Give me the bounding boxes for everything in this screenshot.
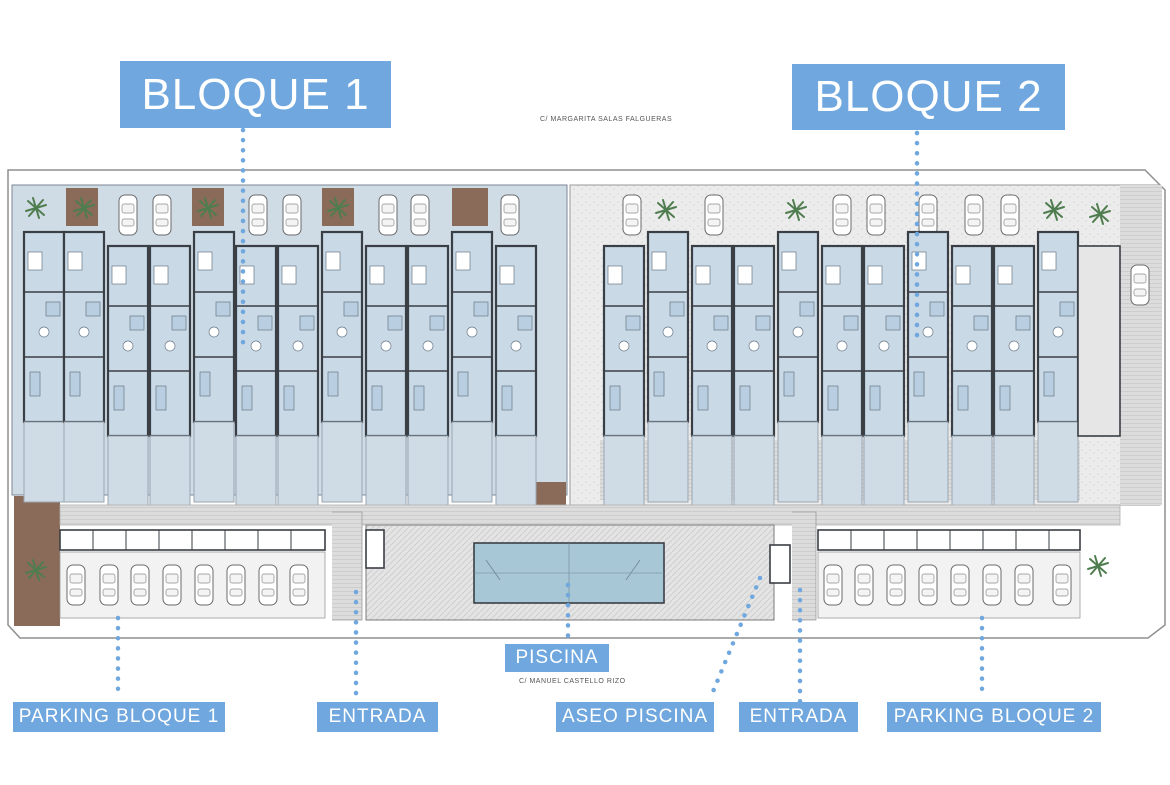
north-street-label: C/ MARGARITA SALAS FALGUERAS <box>540 116 673 123</box>
parking-block-2-label: PARKING BLOQUE 2 <box>887 702 1101 732</box>
south-street-label: C/ MANUEL CASTELLO RIZO <box>519 678 626 685</box>
block-2-label: BLOQUE 2 <box>792 64 1065 130</box>
entrance-right-label: ENTRADA <box>739 702 858 732</box>
block-1-label: BLOQUE 1 <box>120 61 391 128</box>
pool-restroom-label: ASEO PISCINA <box>556 702 714 732</box>
entrance-left-label: ENTRADA <box>317 702 438 732</box>
pool-label: PISCINA <box>505 644 609 672</box>
parking-block-1-label: PARKING BLOQUE 1 <box>13 702 225 732</box>
